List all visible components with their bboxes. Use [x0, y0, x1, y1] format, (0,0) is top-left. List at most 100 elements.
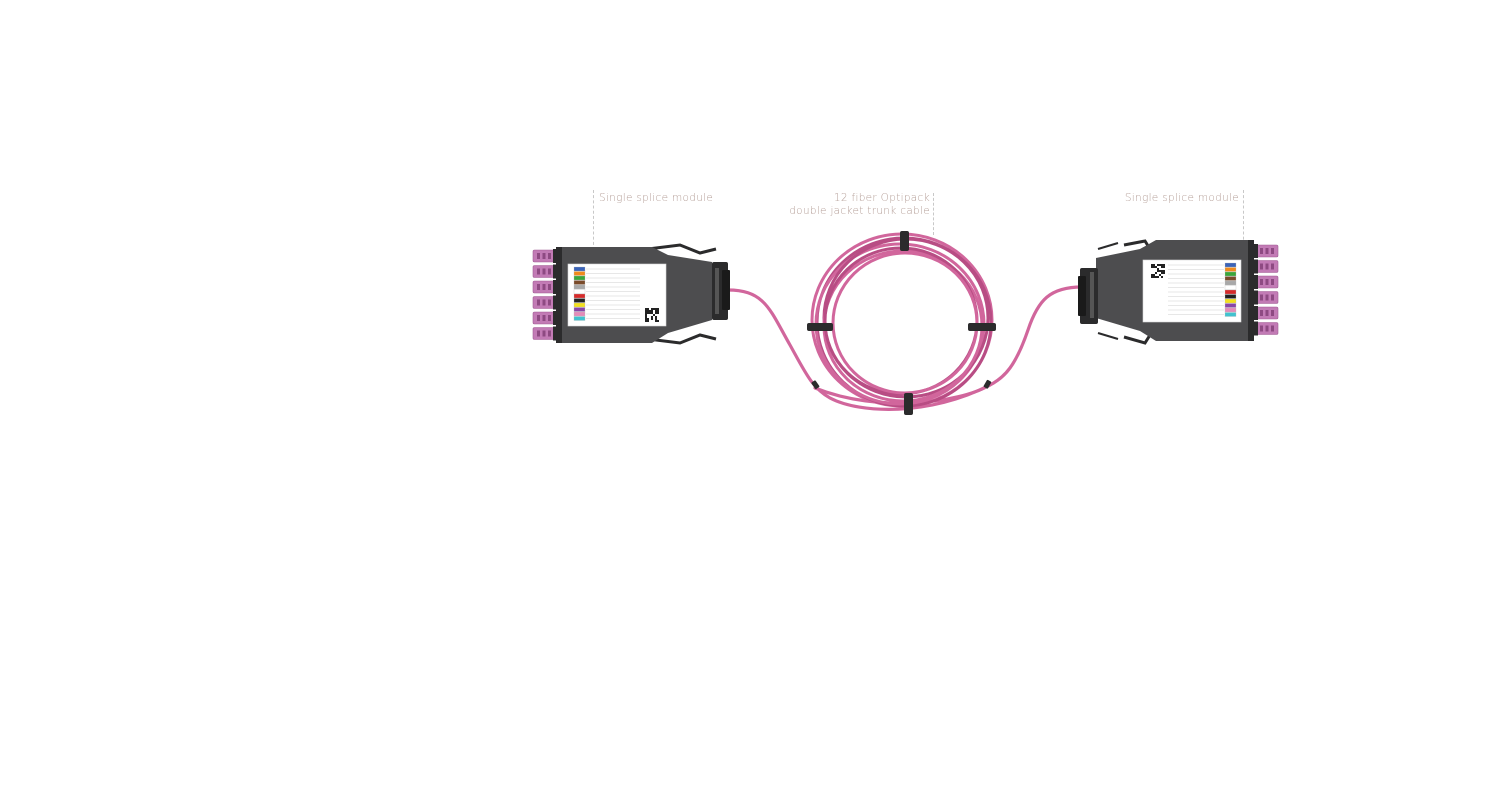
fiber-color-swatch: [1224, 307, 1237, 313]
left-module-leader: [593, 190, 594, 250]
adapter-ferrule: [1271, 310, 1274, 316]
qr-code-module: [655, 310, 657, 312]
adapter-ferrule: [542, 330, 546, 337]
qr-code-module: [1159, 274, 1161, 276]
qr-code-module: [651, 312, 653, 314]
qr-code-module: [649, 312, 651, 314]
qr-code-module: [645, 314, 647, 316]
adapter-ferrule: [1265, 279, 1269, 285]
right-module-bottom-clip-2: [1097, 332, 1119, 340]
cable-leader: [933, 193, 934, 235]
qr-code-module: [645, 312, 647, 314]
left-module-bottom-clip: [647, 333, 717, 345]
fiber-color-swatch: [1224, 303, 1237, 308]
adapter-ferrule: [537, 253, 540, 259]
qr-code-module: [1159, 264, 1161, 266]
qr-code-module: [653, 314, 655, 316]
right-module-connector-slot: [1090, 272, 1094, 318]
adapter-ferrule: [537, 315, 540, 321]
qr-code-module: [1161, 264, 1163, 266]
fiber-color-swatch: [573, 316, 586, 321]
qr-code-module: [651, 308, 653, 310]
right-splice-module: [1078, 239, 1279, 345]
adapter-ferrule: [1271, 248, 1274, 254]
adapter-flange: [553, 311, 557, 325]
fiber-color-swatch: [573, 275, 586, 281]
qr-code-module: [1153, 264, 1155, 266]
qr-code-module: [1163, 266, 1165, 268]
fiber-color-swatch: [573, 280, 586, 285]
adapter-ferrule: [1271, 263, 1274, 270]
qr-code-module: [657, 312, 659, 314]
qr-code-module: [1161, 266, 1163, 268]
qr-code-module: [1155, 272, 1157, 274]
adapter-flange: [553, 280, 557, 294]
fiber-color-swatch: [1224, 276, 1237, 281]
fiber-color-swatch: [573, 293, 586, 299]
qr-code-module: [1155, 266, 1157, 268]
adapter-ferrule: [1260, 248, 1263, 254]
left-module-fiber-color-strip: [573, 266, 640, 321]
adapter-ferrule: [537, 299, 540, 306]
right-module-connector-cap: [1078, 276, 1086, 316]
adapter-ferrule: [1260, 263, 1263, 270]
qr-code-module: [651, 310, 653, 312]
qr-code-module: [645, 310, 647, 312]
qr-code-module: [657, 310, 659, 312]
qr-code-module: [645, 308, 647, 310]
adapter-ferrule: [542, 284, 546, 290]
right-module-label: Single splice module: [1124, 192, 1239, 204]
right-module-leader: [1243, 190, 1244, 250]
fiber-color-swatch: [573, 271, 586, 276]
qr-code-module: [647, 320, 649, 322]
adapter-ferrule: [542, 253, 546, 259]
cable-tie-icon: [968, 323, 996, 331]
adapter-ferrule: [542, 299, 546, 306]
fiber-color-swatch: [1224, 280, 1237, 286]
adapter-flange: [553, 264, 557, 279]
adapter-ferrule: [548, 315, 551, 321]
qr-code-module: [1151, 276, 1153, 278]
adapter-flange: [1254, 275, 1258, 289]
qr-code-module: [645, 320, 647, 322]
right-module-adapters: [1254, 244, 1279, 336]
adapter-ferrule: [548, 253, 551, 259]
adapter-ferrule: [1265, 248, 1269, 254]
cable-tie-icon: [900, 231, 909, 251]
adapter-ferrule: [1271, 325, 1274, 332]
adapter-ferrule: [1260, 279, 1263, 285]
adapter-flange: [553, 249, 557, 263]
qr-code-module: [1151, 266, 1153, 268]
left-module-body-shade: [556, 247, 562, 343]
right-module-top-clip-2: [1097, 242, 1119, 250]
fiber-color-swatch: [1224, 298, 1237, 304]
fiber-color-swatch: [1224, 271, 1237, 277]
qr-code-module: [1163, 264, 1165, 266]
qr-code-module: [649, 310, 651, 312]
adapter-flange: [553, 295, 557, 310]
qr-code-module: [1153, 276, 1155, 278]
adapter-ferrule: [1260, 325, 1263, 332]
adapter-ferrule: [548, 284, 551, 290]
cable-tie-icon: [807, 323, 833, 331]
cable-boot-left: [811, 380, 820, 390]
adapter-ferrule: [1265, 325, 1269, 332]
fiber-color-swatch: [573, 298, 586, 303]
left-module-connector-slot: [715, 268, 719, 314]
qr-code-module: [655, 320, 657, 322]
qr-code-module: [655, 316, 657, 318]
cable-label: 12 fiber Optipack double jacket trunk ca…: [760, 192, 930, 218]
coil-loop: [831, 251, 979, 395]
adapter-flange: [1254, 290, 1258, 305]
cable-label-line1: 12 fiber Optipack: [833, 192, 930, 204]
adapter-ferrule: [537, 284, 540, 290]
adapter-flange: [1254, 306, 1258, 320]
left-splice-module: [532, 243, 730, 345]
qr-code-module: [1153, 274, 1155, 276]
cable-tie-icon: [904, 393, 913, 415]
qr-code-module: [647, 318, 649, 320]
adapter-ferrule: [548, 299, 551, 306]
fiber-color-swatch: [1224, 312, 1237, 317]
cable-boot-right: [983, 379, 992, 389]
